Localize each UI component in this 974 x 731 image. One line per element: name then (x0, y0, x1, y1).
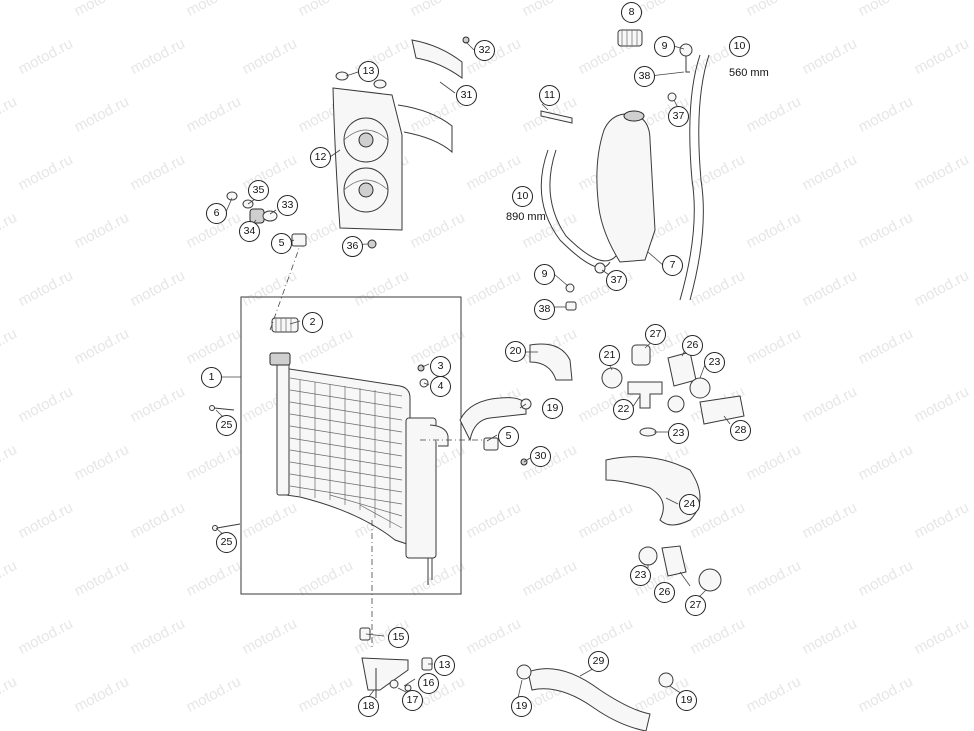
callout-19: 19 (676, 690, 697, 711)
radiator-cap (271, 317, 299, 333)
callout-13: 13 (434, 655, 455, 676)
hardware-bits (209, 36, 693, 712)
expansion-tank (596, 110, 656, 263)
callout-23: 23 (668, 423, 689, 444)
callout-8: 8 (621, 2, 642, 23)
lower-bracket (361, 657, 409, 698)
callout-10: 10 (512, 186, 533, 207)
callout-9: 9 (654, 36, 675, 57)
callout-26: 26 (682, 335, 703, 356)
callout-35: 35 (248, 180, 269, 201)
callout-33: 33 (277, 195, 298, 216)
callout-37: 37 (668, 106, 689, 127)
radiator-group-frame (240, 296, 462, 595)
callout-9: 9 (534, 264, 555, 285)
callout-30: 30 (530, 446, 551, 467)
radiator (269, 352, 449, 585)
callout-12: 12 (310, 147, 331, 168)
hose-short (679, 54, 701, 301)
callout-19: 19 (511, 696, 532, 717)
callout-38: 38 (634, 66, 655, 87)
callout-28: 28 (730, 420, 751, 441)
callout-1: 1 (201, 367, 222, 388)
callout-7: 7 (662, 255, 683, 276)
callout-36: 36 (342, 236, 363, 257)
callout-4: 4 (430, 376, 451, 397)
callout-25: 25 (216, 415, 237, 436)
callout-25: 25 (216, 532, 237, 553)
callout-20: 20 (505, 341, 526, 362)
callout-23: 23 (704, 352, 725, 373)
fan-shroud (332, 87, 403, 231)
hose-29 (516, 664, 674, 731)
tank-cap (617, 29, 643, 47)
callout-17: 17 (402, 690, 423, 711)
dimension-label-560: 560 mm (729, 67, 769, 79)
callout-5: 5 (498, 426, 519, 447)
callout-22: 22 (613, 399, 634, 420)
dimension-label-890: 890 mm (506, 211, 546, 223)
callout-19: 19 (542, 398, 563, 419)
callout-38: 38 (534, 299, 555, 320)
callout-2: 2 (302, 312, 323, 333)
coolant-pipes (459, 343, 745, 592)
callout-31: 31 (456, 85, 477, 106)
callout-15: 15 (388, 627, 409, 648)
fan-bracket (397, 39, 463, 154)
callout-10: 10 (729, 36, 750, 57)
callout-27: 27 (685, 595, 706, 616)
callout-37: 37 (606, 270, 627, 291)
callout-3: 3 (430, 356, 451, 377)
callout-21: 21 (599, 345, 620, 366)
callout-18: 18 (358, 696, 379, 717)
callout-5: 5 (271, 233, 292, 254)
callout-29: 29 (588, 651, 609, 672)
callout-24: 24 (679, 494, 700, 515)
callout-26: 26 (654, 582, 675, 603)
callout-16: 16 (418, 673, 439, 694)
callout-23: 23 (630, 565, 651, 586)
callout-13: 13 (358, 61, 379, 82)
callout-11: 11 (539, 85, 560, 106)
callout-6: 6 (206, 203, 227, 224)
callout-34: 34 (239, 221, 260, 242)
callout-27: 27 (645, 324, 666, 345)
callout-32: 32 (474, 40, 495, 61)
